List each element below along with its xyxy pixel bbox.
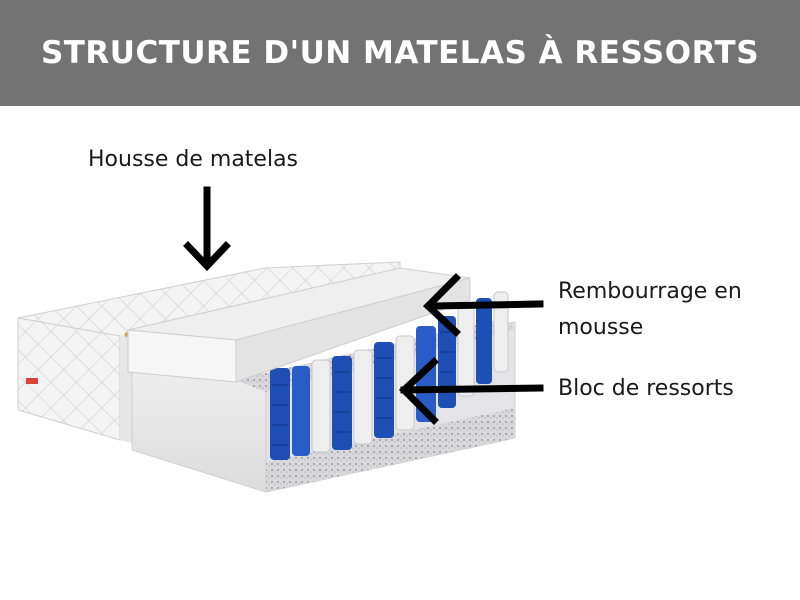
foam-layer xyxy=(127,267,471,383)
brand-tag xyxy=(26,378,38,384)
page-title: STRUCTURE D'UN MATELAS À RESSORTS xyxy=(40,35,760,71)
spring-row-front xyxy=(270,291,509,460)
arrow-foam xyxy=(422,273,544,337)
arrow-springs xyxy=(398,357,544,425)
spring-block xyxy=(270,291,509,460)
label-mattress-cover: Housse de matelas xyxy=(88,147,299,172)
title-banner: STRUCTURE D'UN MATELAS À RESSORTS xyxy=(0,0,800,106)
arrow-cover xyxy=(183,186,231,272)
label-foam-padding: Rembourrage en mousse xyxy=(558,279,742,340)
label-spring-block: Bloc de ressorts xyxy=(558,376,734,401)
